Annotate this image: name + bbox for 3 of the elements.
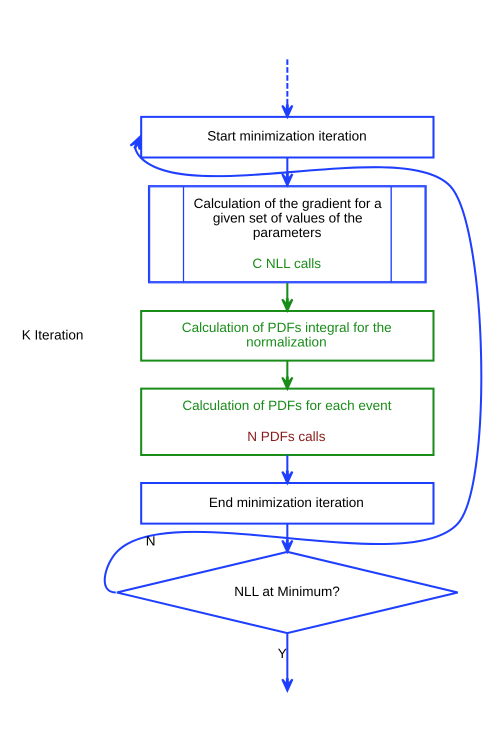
edge-label: Y [278,646,287,661]
label: K Iteration [22,326,84,342]
edge-label: N [146,532,156,548]
